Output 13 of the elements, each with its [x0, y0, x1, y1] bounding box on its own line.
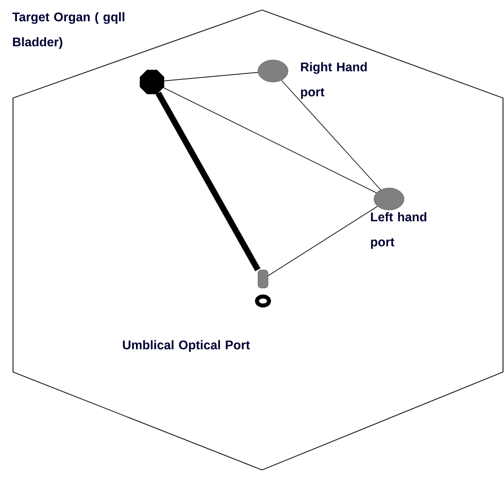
connector-line [164, 72, 258, 82]
connector-line [163, 87, 377, 194]
node-label: Target Organ ( gqll Bladder) [12, 12, 124, 49]
organ-marker [140, 70, 164, 94]
node-label: Left hand port [371, 212, 426, 249]
node-label: Right Hand port [301, 62, 367, 99]
port-marker [374, 188, 404, 210]
scope-tip-drawing [255, 270, 271, 308]
node-label: Umblical Optical Port [122, 340, 250, 352]
connector-line [156, 92, 260, 272]
connector-line [281, 80, 381, 190]
connector-line [268, 206, 378, 276]
port-marker [258, 60, 288, 82]
